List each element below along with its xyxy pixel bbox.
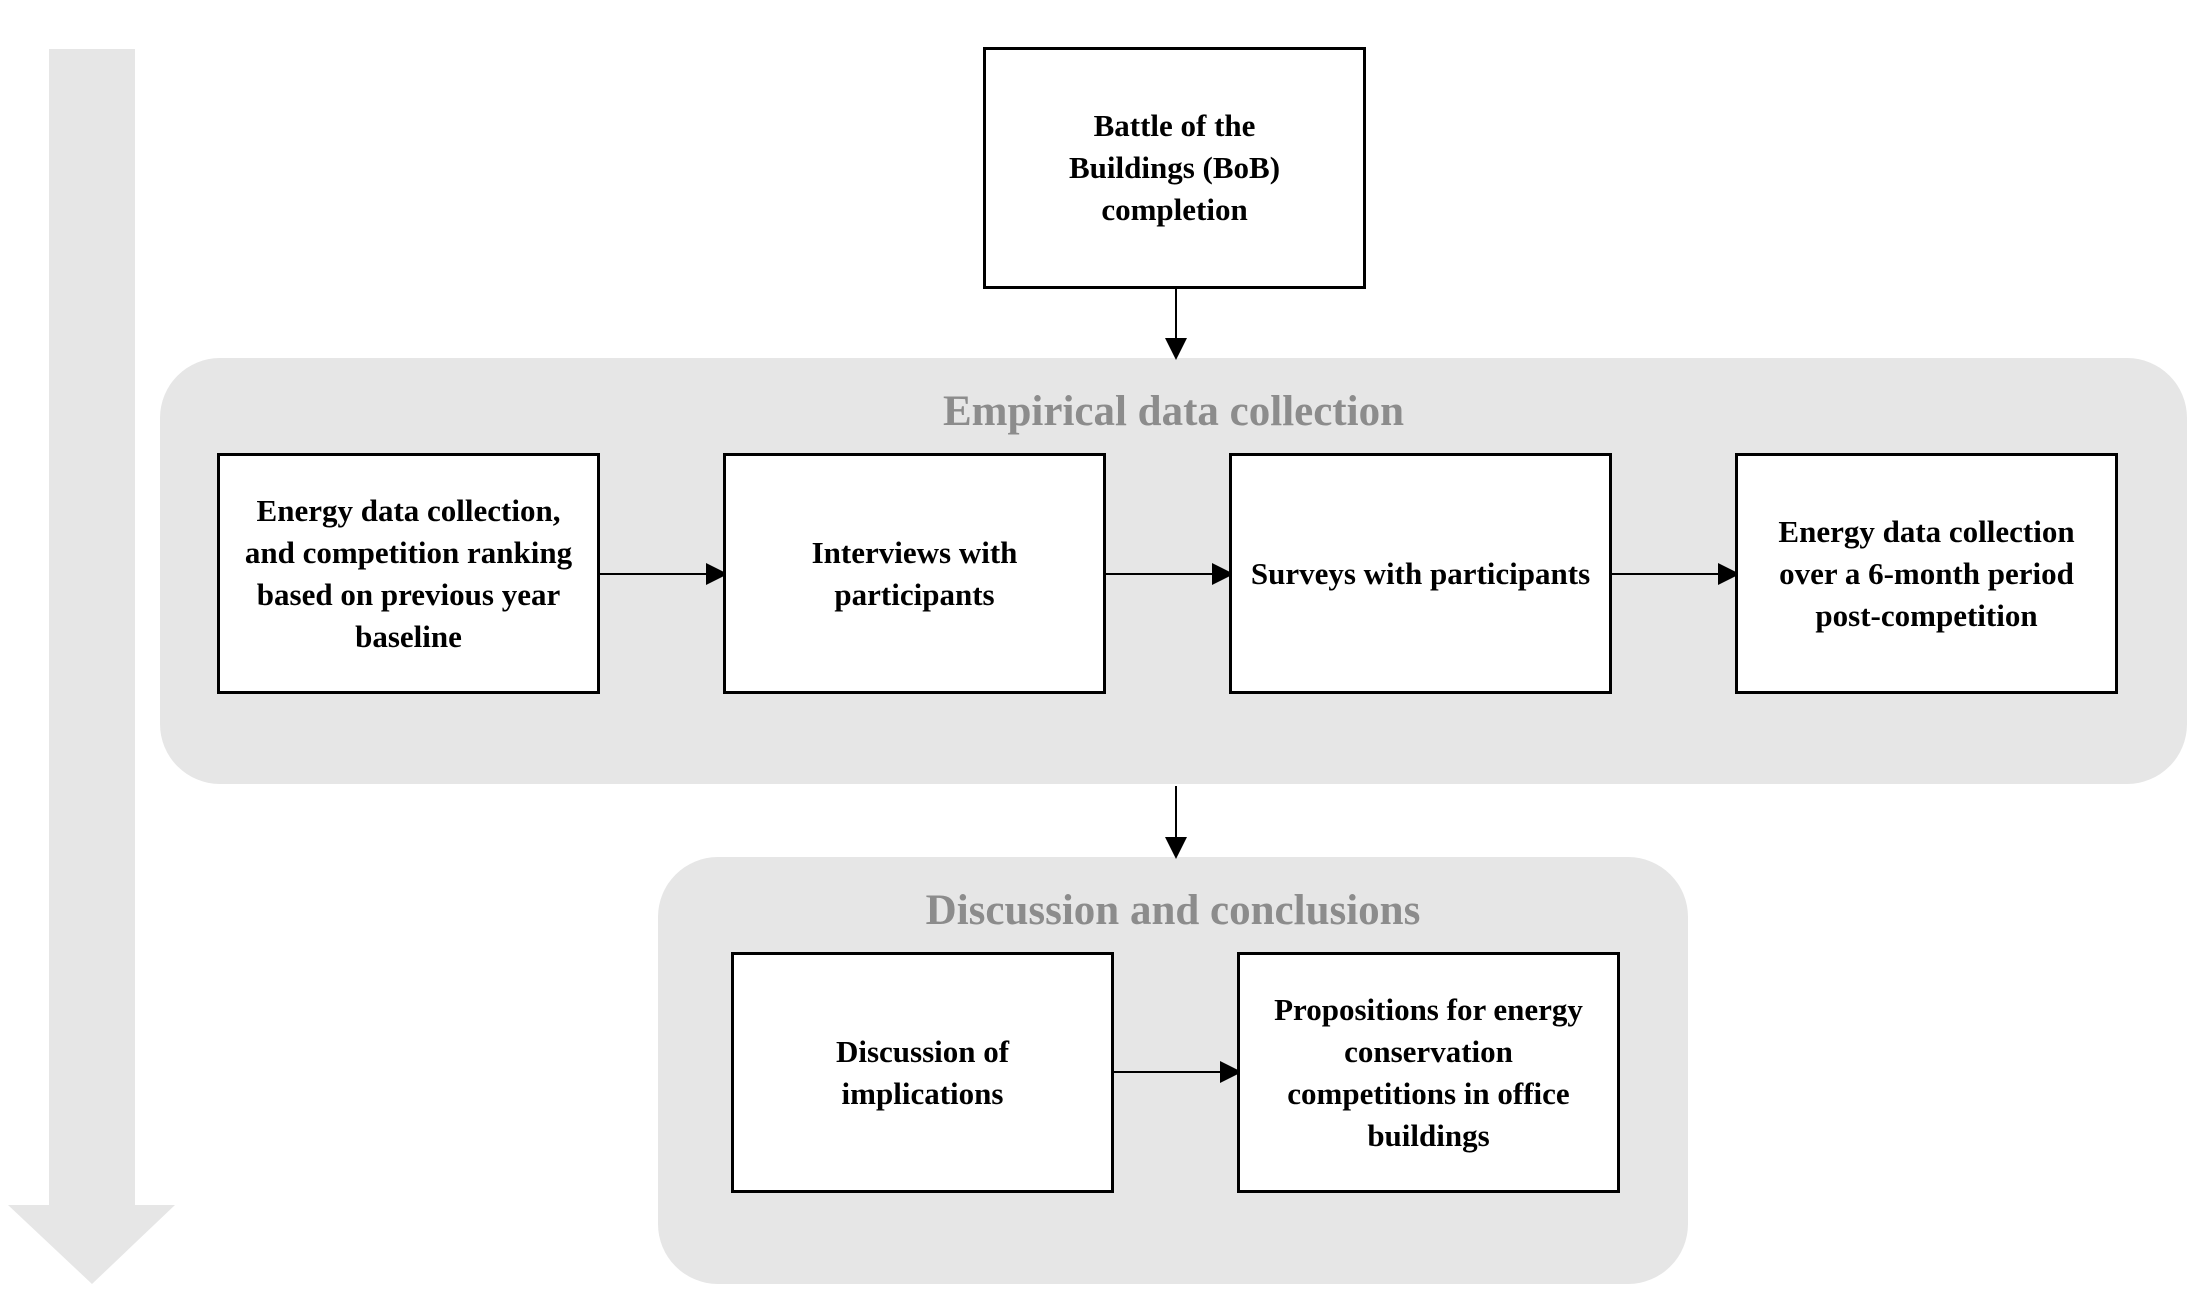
interviews-label: Interviews with participants	[811, 534, 1018, 612]
empirical-panel-title: Empirical data collection	[943, 388, 1404, 435]
surveys-label: Surveys with participants	[1250, 555, 1591, 591]
energy-data-ranking-box: Energy data collection, and competition …	[217, 453, 600, 694]
interviews-box: Interviews with participants	[723, 453, 1106, 694]
bob-completion-label: Battle of the Buildings (BoB) completion	[1068, 108, 1281, 227]
post-competition-energy-data-box: Energy data collection over a 6-month pe…	[1735, 453, 2118, 694]
post-competition-energy-data-label: Energy data collection over a 6-month pe…	[1778, 513, 2075, 633]
bob-completion-box: Battle of the Buildings (BoB) completion	[983, 47, 1366, 289]
discussion-panel-title: Discussion and conclusions	[925, 887, 1421, 934]
propositions-box: Propositions for energy conservation com…	[1237, 952, 1620, 1193]
surveys-box: Surveys with participants	[1229, 453, 1612, 694]
energy-data-ranking-label: Energy data collection, and competition …	[244, 492, 573, 654]
discussion-implications-label: Discussion of implications	[835, 1033, 1010, 1111]
propositions-label: Propositions for energy conservation com…	[1274, 991, 1583, 1153]
process-flow-arrow-shape	[8, 49, 175, 1284]
discussion-implications-box: Discussion of implications	[731, 952, 1114, 1193]
